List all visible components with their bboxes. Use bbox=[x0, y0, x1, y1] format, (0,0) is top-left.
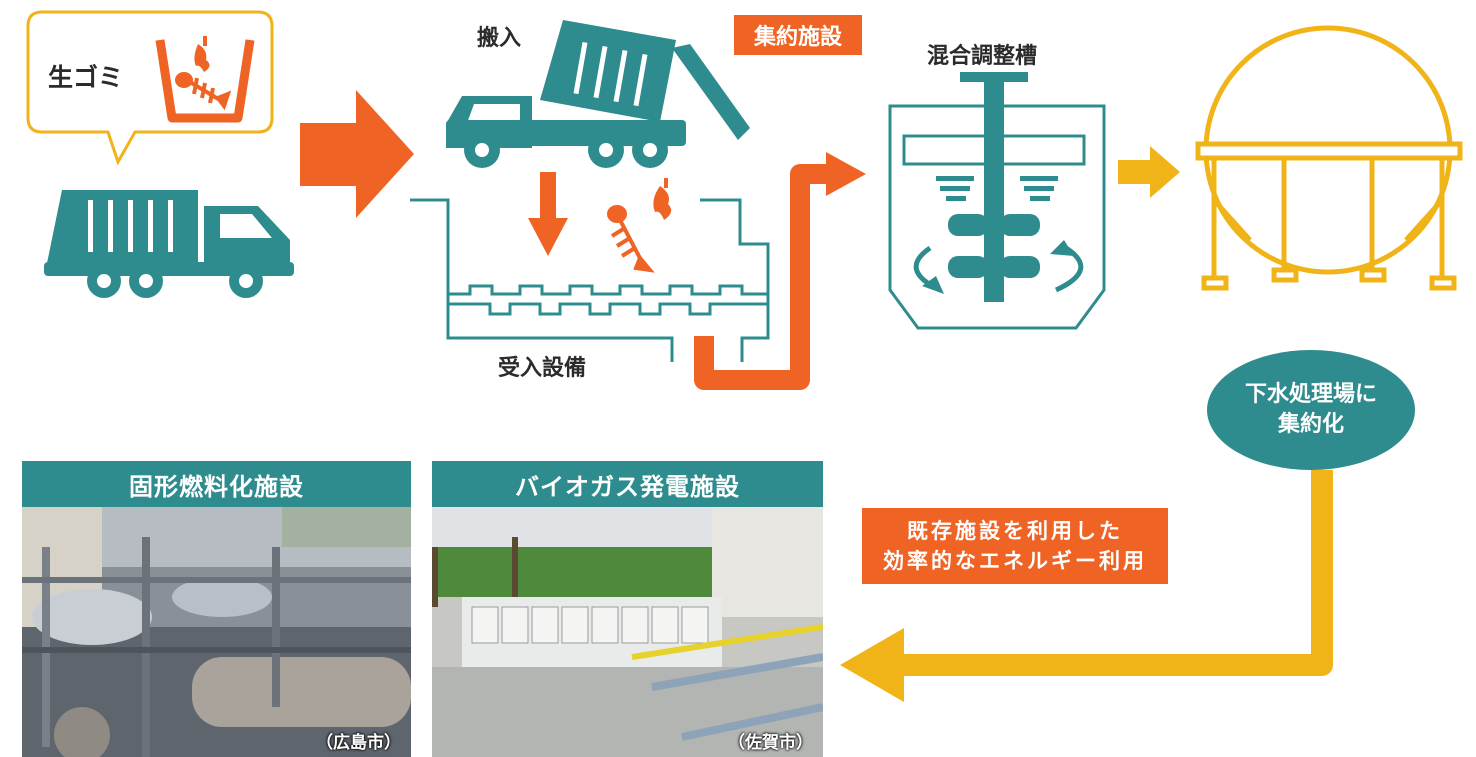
bin-icon bbox=[155, 39, 255, 123]
consolidation-circle bbox=[1207, 350, 1415, 470]
mixing-tank-label: 混合調整槽 bbox=[927, 44, 1038, 69]
digester-tank-icon bbox=[1195, 25, 1463, 291]
garbage-truck-icon bbox=[44, 190, 294, 298]
raw-garbage-label: 生ゴミ bbox=[48, 63, 124, 92]
down-arrow bbox=[528, 172, 568, 256]
fish-bone-icon bbox=[175, 72, 232, 111]
industrial-plant-image bbox=[22, 507, 411, 757]
consolidation-circle-text: 下水処理場に 集約化 bbox=[1244, 382, 1377, 437]
biogas-facility-photo: （佐賀市） bbox=[432, 507, 823, 757]
receiving-pit bbox=[410, 198, 770, 362]
orange-pipe-arrow bbox=[694, 152, 866, 390]
flow-arrow-yellow bbox=[1118, 146, 1180, 198]
consolidation-facility-tag: 集約施設 bbox=[734, 15, 862, 55]
apple-core-icon bbox=[653, 178, 672, 220]
yellow-return-arrow bbox=[840, 470, 1333, 702]
dump-truck-icon bbox=[446, 20, 750, 168]
speech-bubble bbox=[26, 10, 274, 166]
mixer-tank-icon bbox=[888, 72, 1106, 330]
carry-in-label: 搬入 bbox=[477, 26, 522, 51]
biogas-plant-image bbox=[432, 507, 823, 757]
fish-bone-icon bbox=[607, 205, 655, 273]
biogas-facility-header: バイオガス発電施設 bbox=[432, 461, 823, 507]
saga-city-label: （佐賀市） bbox=[728, 733, 813, 753]
receiving-equipment-label: 受入設備 bbox=[498, 356, 587, 381]
solid-fuel-facility-header: 固形燃料化施設 bbox=[22, 461, 411, 507]
efficient-energy-tag: 既存施設を利用した 効率的なエネルギー利用 bbox=[862, 508, 1168, 584]
solid-fuel-facility-photo: （広島市） bbox=[22, 507, 411, 757]
hiroshima-city-label: （広島市） bbox=[316, 733, 401, 753]
apple-core-icon bbox=[194, 36, 210, 72]
flow-arrow-orange bbox=[300, 90, 414, 218]
